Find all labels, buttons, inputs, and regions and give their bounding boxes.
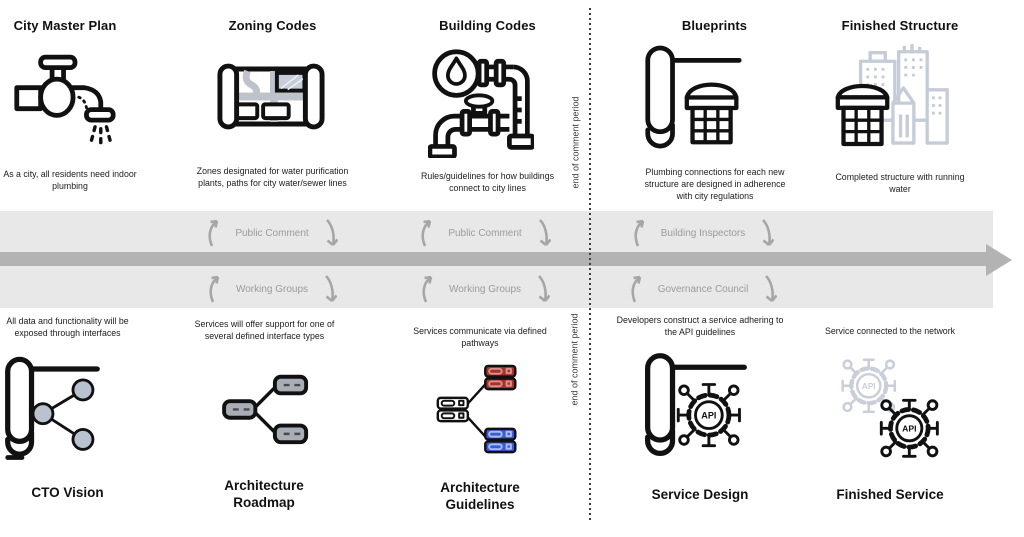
solid-api-gear: API — [879, 398, 939, 458]
desc-architecture-guidelines: Services communicate via defined pathway… — [413, 326, 547, 349]
curved-arrow-down-icon — [325, 219, 338, 247]
branching-nodes-icon — [222, 374, 309, 445]
timeline-arrow-bar — [0, 252, 988, 266]
zoning-map-icon — [217, 63, 325, 130]
desc-city-master-plan: As a city, all residents need indoor plu… — [3, 169, 137, 192]
curved-arrow-down-icon — [765, 275, 778, 303]
faucet-icon — [14, 54, 116, 149]
api-gear-text-faded: API — [862, 382, 876, 391]
label-architecture-guidelines: Architecture Guidelines — [440, 480, 520, 513]
curved-arrow-down-icon — [325, 275, 338, 303]
label-architecture-roadmap: Architecture Roadmap — [224, 478, 304, 511]
timeline-arrowhead — [986, 244, 1012, 276]
curved-arrow-down-icon — [762, 219, 775, 247]
label-cto-vision: CTO Vision — [31, 485, 104, 500]
curved-arrow-up-icon — [631, 275, 641, 303]
phase-working-groups-2: Working Groups — [375, 272, 595, 306]
phase-label: Governance Council — [657, 283, 749, 295]
curved-arrow-down-icon — [538, 275, 551, 303]
comment-period-divider-line — [589, 8, 591, 520]
desc-cto-vision: All data and functionality will be expos… — [6, 316, 129, 339]
label-service-design: Service Design — [651, 487, 749, 502]
phase-working-groups-1: Working Groups — [162, 272, 382, 306]
api-network-icon: API API — [841, 358, 939, 458]
phase-label: Working Groups — [448, 283, 522, 295]
phase-governance-council: Governance Council — [593, 272, 813, 306]
phase-public-comment-2: Public Comment — [375, 216, 595, 250]
desc-finished-service: Service connected to the network — [824, 326, 956, 336]
title-building-codes: Building Codes — [439, 18, 536, 33]
curved-arrow-up-icon — [422, 275, 433, 303]
title-zoning-codes: Zoning Codes — [228, 18, 317, 33]
api-gear-text: API — [701, 410, 716, 420]
desc-service-design: Developers construct a service adhering … — [616, 315, 784, 338]
curved-arrow-down-icon — [538, 219, 551, 247]
phase-label: Building Inspectors — [660, 227, 746, 239]
curved-arrow-up-icon — [421, 219, 432, 247]
faded-api-gear: API — [841, 358, 897, 414]
curved-arrow-up-icon — [634, 219, 645, 247]
api-gear-text-solid: API — [902, 424, 916, 434]
phase-public-comment-1: Public Comment — [162, 216, 382, 250]
scroll-share-nodes-icon — [5, 356, 100, 460]
desc-architecture-roadmap: Services will offer support for one of s… — [194, 319, 335, 342]
curved-arrow-up-icon — [208, 219, 219, 247]
phase-building-inspectors: Building Inspectors — [593, 216, 813, 250]
desc-building-codes: Rules/guidelines for how buildings conne… — [420, 171, 554, 194]
title-city-master-plan: City Master Plan — [13, 18, 117, 33]
desc-zoning-codes: Zones designated for water purification … — [196, 166, 349, 189]
title-finished-structure: Finished Structure — [841, 18, 959, 33]
scroll-api-gear-icon: API — [645, 353, 747, 456]
divider-label-top: end of comment period — [570, 96, 581, 189]
pipes-icon — [428, 49, 534, 158]
desc-finished-structure: Completed structure with running water — [835, 172, 965, 195]
title-blueprints: Blueprints — [681, 18, 748, 33]
divider-label-bottom: end of comment period — [569, 313, 580, 406]
label-finished-service: Finished Service — [836, 487, 944, 502]
city-skyline-icon — [835, 44, 949, 147]
connected-servers-icon — [436, 364, 517, 454]
phase-label: Public Comment — [448, 227, 522, 239]
curved-arrow-up-icon — [209, 275, 220, 303]
phase-label: Working Groups — [235, 283, 309, 295]
phase-label: Public Comment — [235, 227, 309, 239]
desc-blueprints: Plumbing connections for each new struct… — [644, 167, 786, 202]
blueprint-building-icon — [645, 45, 742, 149]
